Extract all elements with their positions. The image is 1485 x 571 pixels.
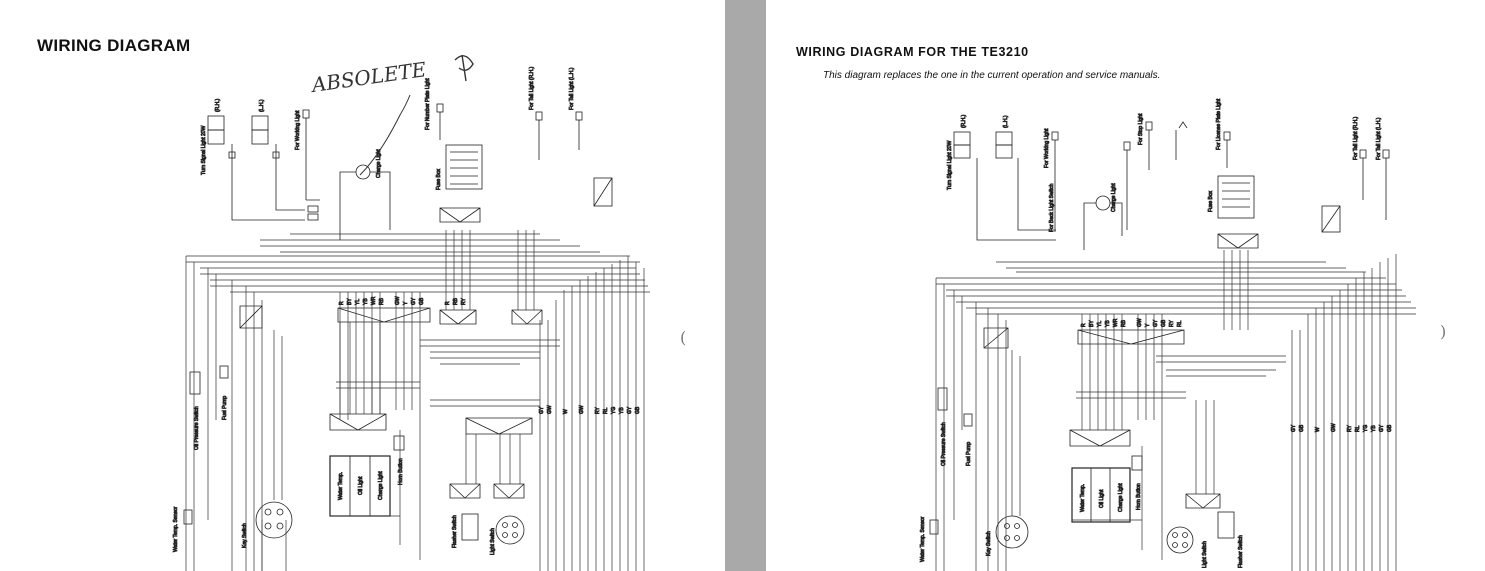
svg-text:GW: GW [1331,423,1337,432]
wiring-diagram-left: ABSOLETE Turn Signal Light 20W (R.H.) (L… [173,54,650,571]
svg-text:WR: WR [1113,318,1119,327]
label-working-light: For Working Light [295,110,301,150]
svg-text:YL: YL [1097,321,1103,327]
svg-text:GW: GW [547,405,553,414]
label-oil-pressure: Oil Pressure Switch [194,406,200,450]
svg-text:YG: YG [1363,425,1369,432]
right-document-page: WIRING DIAGRAM FOR THE TE3210 This diagr… [766,0,1485,571]
label-license-plate: For License Plate Light [1216,98,1222,150]
svg-text:YB: YB [363,298,369,305]
svg-text:R: R [1081,323,1087,327]
svg-text:GW: GW [1137,318,1143,327]
svg-text:BY: BY [1089,320,1095,327]
svg-text:GB: GB [1161,319,1167,327]
svg-text:W: W [563,409,569,414]
label-water-temp: Water Temp. [1080,484,1086,512]
page-subtitle: This diagram replaces the one in the cur… [823,70,1161,81]
label-oil-light: Oil Light [358,476,364,495]
svg-text:GY: GY [1291,424,1297,432]
svg-text:RY: RY [1169,319,1175,327]
wire-code-row-bottom: GY GB W GW RY RL YG YB GY GB [1291,423,1394,433]
wire-code-row-top: R BY YL YB WR RB GW Y GY GB RY RL [1081,318,1184,328]
label-oil-light: Oil Light [1099,489,1105,508]
svg-text:YB: YB [1371,425,1377,432]
label-tail-rh: For Tail Light (R.H.) [529,66,535,110]
label-flasher-switch: Flasher Switch [1238,535,1244,568]
svg-text:Y: Y [403,301,409,305]
wire-code-row-bottom: GY GW W GW RY RL YG YB GY GB [539,405,642,415]
svg-text:GY: GY [1153,319,1159,327]
label-lh: (L.H.) [1003,115,1009,128]
svg-text:GB: GB [635,406,641,414]
svg-text:RL: RL [1177,320,1183,327]
svg-text:BY: BY [347,298,353,305]
svg-text:WR: WR [371,296,377,305]
label-tail-lh: For Tail Light (L.H.) [1376,117,1382,160]
label-charge-light-gauge: Charge Light [378,471,384,500]
label-rh: (R.H.) [961,114,967,128]
label-charge-light-top: Charge Light [1111,183,1117,212]
svg-text:GY: GY [1379,424,1385,432]
label-key-switch: Key Switch [242,523,248,548]
svg-text:GY: GY [411,297,417,305]
label-fuse-box: Fuse Box [1208,190,1214,212]
svg-text:RB: RB [453,297,459,305]
label-water-temp: Water Temp. [338,472,344,500]
svg-text:RB: RB [1121,319,1127,327]
page-edge-mark: ) [1440,322,1447,341]
svg-text:R: R [445,301,451,305]
label-lh: (L.H.) [259,99,265,112]
svg-text:GW: GW [579,405,585,414]
label-tail-lh: For Tail Light (L.H.) [569,67,575,110]
label-charge-light-gauge: Charge Light [1118,483,1124,512]
left-document-page: WIRING DIAGRAM ABSOLETE Turn Signal Ligh… [0,0,725,571]
svg-text:RY: RY [595,406,601,414]
label-key-switch: Key Switch [986,531,992,556]
label-turn-signal: Turn Signal Light 20W [947,140,953,190]
svg-text:YB: YB [619,407,625,414]
label-back-light-switch: For Back Light Switch [1049,183,1055,232]
wire-code-row-top: R BY YL YB WR RB GW Y GY GB R RB RY [339,296,468,306]
label-flasher-switch: Flasher Switch [452,515,458,548]
label-rh: (R.H.) [215,98,221,112]
svg-text:RY: RY [461,297,467,305]
svg-text:RL: RL [1355,425,1361,432]
label-water-temp-sensor: Water Temp. Sensor [920,516,926,562]
svg-text:GB: GB [1387,424,1393,432]
label-fuel-pump: Fuel Pump [222,396,228,420]
label-light-switch: Light Switch [490,528,496,555]
label-water-temp-sensor: Water Temp. Sensor [173,506,179,552]
svg-text:RB: RB [379,297,385,305]
svg-text:RY: RY [1347,424,1353,432]
svg-text:RL: RL [603,407,609,414]
svg-text:YB: YB [1105,320,1111,327]
label-working-light: For Working Light [1044,128,1050,168]
label-tail-rh: For Tail Light (R.H.) [1353,116,1359,160]
label-light-switch: Light Switch [1202,541,1208,568]
handwritten-annotation: ABSOLETE [308,57,428,97]
page-edge-mark: ( [680,328,687,347]
page-title: WIRING DIAGRAM FOR THE TE3210 [796,45,1029,59]
svg-text:R: R [339,301,345,305]
svg-text:GB: GB [1299,424,1305,432]
label-turn-signal: Turn Signal Light 20W [201,125,207,175]
svg-text:YL: YL [355,299,361,305]
svg-text:YG: YG [611,407,617,414]
svg-text:W: W [1315,427,1321,432]
label-stop-light: For Stop Light [1138,113,1144,145]
label-horn-button: Horn Button [398,458,404,485]
label-fuel-pump: Fuel Pump [966,442,972,466]
label-fuse-box: Fuse Box [436,168,442,190]
wiring-diagram-right: Turn Signal Light 20W (R.H.) (L.H.) For … [920,98,1416,571]
svg-text:GY: GY [627,406,633,414]
svg-text:GY: GY [539,406,545,414]
page-title: WIRING DIAGRAM [37,36,191,55]
svg-text:GW: GW [395,296,401,305]
svg-text:GB: GB [419,297,425,305]
svg-text:Y: Y [1145,323,1151,327]
label-number-plate: For Number Plate Light [425,78,431,130]
label-charge-light-top: Charge Light [376,149,382,178]
label-horn-button: Horn Button [1136,483,1142,510]
